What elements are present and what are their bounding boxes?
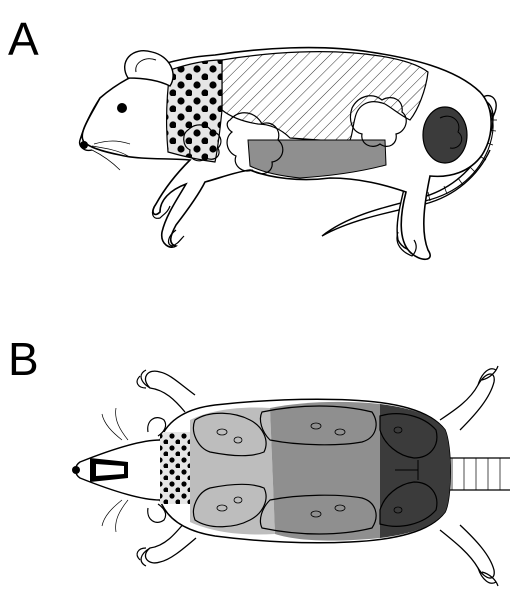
region-dotted-neck bbox=[167, 60, 222, 162]
region-dotted-neck-ventral bbox=[160, 432, 190, 504]
region-mid-abdominal bbox=[270, 402, 380, 541]
eye bbox=[117, 103, 127, 113]
upper-hindlimb bbox=[440, 374, 494, 430]
upper-forelimb bbox=[145, 371, 195, 412]
nose bbox=[80, 141, 88, 149]
nose-ventral bbox=[72, 466, 80, 474]
lower-hindlimb bbox=[440, 525, 494, 578]
ventral-mouse bbox=[72, 366, 510, 586]
lateral-mouse bbox=[80, 48, 497, 260]
